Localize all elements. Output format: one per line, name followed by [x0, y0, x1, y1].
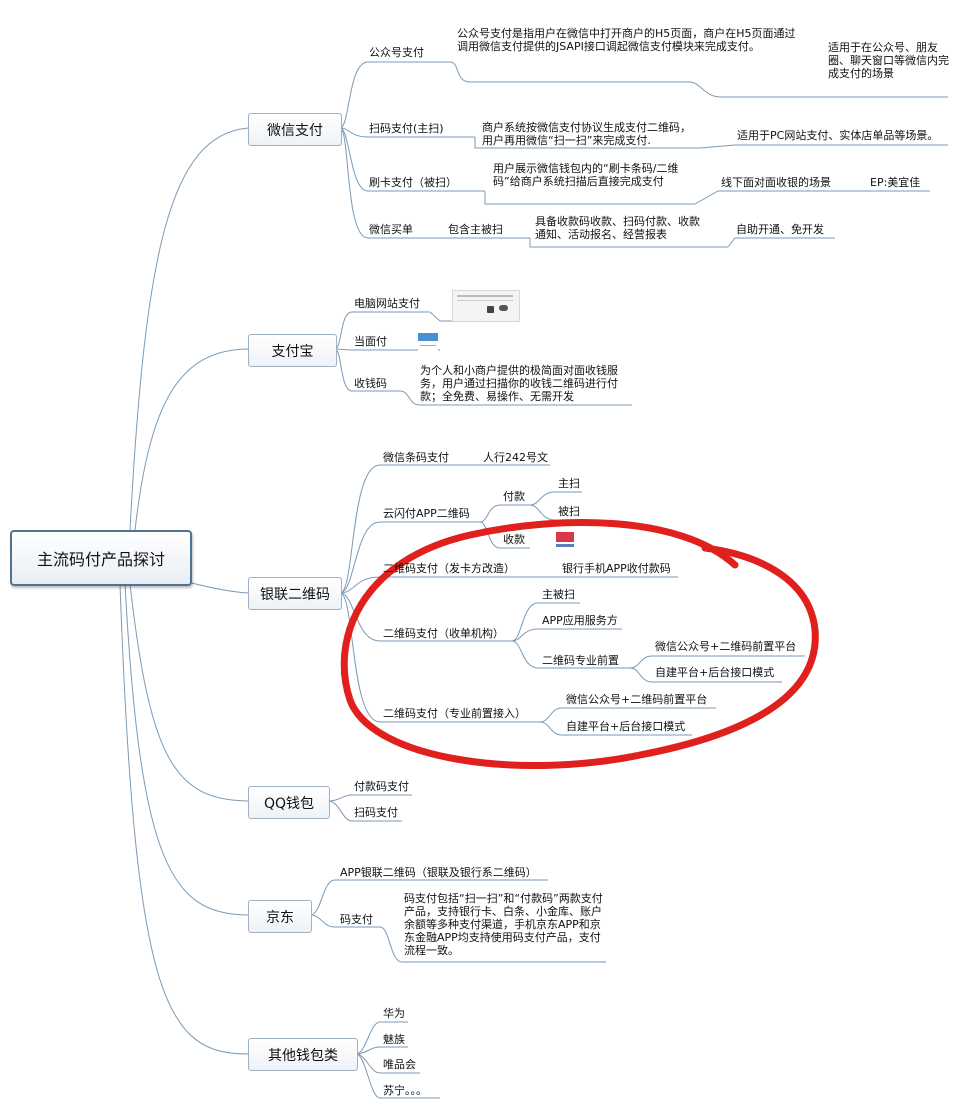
node-fkf[interactable]: 二维码支付（发卡方改造） — [383, 562, 515, 575]
node-ysf-zhu: 主扫 — [558, 477, 580, 490]
node-scan-note: 适用于PC网站支付、实体店单品等场景。 — [737, 129, 939, 142]
node-card-note: 线下面对面收银的场景 — [721, 176, 831, 189]
node-ysf-bei: 被扫 — [558, 505, 580, 518]
node-other-a[interactable]: 华为 — [383, 1007, 405, 1020]
branch-qq[interactable]: QQ钱包 — [248, 786, 330, 819]
node-ysf-sk[interactable]: 收款 — [503, 533, 525, 546]
branch-unionpay[interactable]: 银联二维码 — [248, 577, 342, 610]
node-wxtm-sub: 人行242号文 — [483, 451, 548, 464]
highlight-circle — [340, 519, 819, 769]
unionpay-thumbnail — [556, 532, 574, 548]
node-alipay-sqm[interactable]: 收钱码 — [354, 377, 387, 390]
root-topic[interactable]: 主流码付产品探讨 — [10, 530, 192, 586]
node-card[interactable]: 刷卡支付（被扫） — [369, 176, 457, 189]
node-card-ep: EP:美宜佳 — [870, 176, 921, 189]
node-jd-app[interactable]: APP银联二维码（银联及银行系二维码） — [340, 866, 537, 879]
node-wxtm[interactable]: 微信条码支付 — [383, 451, 449, 464]
node-sdjg[interactable]: 二维码支付（收单机构） — [383, 627, 504, 640]
node-alipay-pc[interactable]: 电脑网站支付 — [354, 297, 420, 310]
node-sdjg-qz1: 微信公众号+二维码前置平台 — [655, 640, 797, 653]
branch-wechat[interactable]: 微信支付 — [248, 113, 342, 146]
node-ysf[interactable]: 云闪付APP二维码 — [383, 507, 470, 520]
node-ysf-fk[interactable]: 付款 — [503, 490, 525, 503]
node-card-desc: 用户展示微信钱包内的“刷卡条码/二维码”给商户系统扫描后直接完成支付 — [493, 162, 679, 188]
node-sdjg-qz2: 自建平台+后台接口模式 — [655, 666, 775, 679]
pc-screenshot-thumbnail — [452, 290, 520, 322]
node-other-d[interactable]: 苏宁。。。 — [383, 1084, 427, 1097]
node-sdjg-app: APP应用服务方 — [542, 614, 618, 627]
node-maidan-desc: 具备收款码收款、扫码付款、收款通知、活动报名、经营报表 — [535, 215, 700, 241]
branch-jd[interactable]: 京东 — [248, 900, 312, 933]
node-jd-code[interactable]: 码支付 — [340, 913, 373, 926]
node-maidan[interactable]: 微信买单 — [369, 223, 413, 236]
node-qq-a[interactable]: 付款码支付 — [354, 780, 409, 793]
node-gzh-desc: 公众号支付是指用户在微信中打开商户的H5页面，商户在H5页面通过调用微信支付提供… — [457, 27, 796, 53]
branch-other[interactable]: 其他钱包类 — [248, 1038, 358, 1071]
node-fkf-sub: 银行手机APP收付款码 — [562, 562, 671, 575]
node-other-c[interactable]: 唯品会 — [383, 1058, 416, 1071]
node-other-b[interactable]: 魅族 — [383, 1033, 405, 1046]
node-alipay-sqm-desc: 为个人和小商户提供的极简面对面收钱服务，用户通过扫描你的收钱二维码进行付款；全免… — [420, 364, 618, 403]
node-zyqz[interactable]: 二维码支付（专业前置接入） — [383, 707, 526, 720]
node-gzh[interactable]: 公众号支付 — [369, 46, 424, 59]
node-sdjg-zbs: 主被扫 — [542, 588, 575, 601]
node-scan-desc: 商户系统按微信支付协议生成支付二维码，用户再用微信“扫一扫”来完成支付. — [482, 121, 691, 147]
node-maidan-note: 自助开通、免开发 — [736, 223, 824, 236]
node-scan[interactable]: 扫码支付(主扫) — [369, 122, 444, 135]
node-zyqz-a: 微信公众号+二维码前置平台 — [566, 693, 708, 706]
node-jd-desc: 码支付包括“扫一扫”和“付款码”两款支付产品，支持银行卡、白条、小金库、账户余额… — [404, 892, 603, 957]
node-qq-b[interactable]: 扫码支付 — [354, 806, 398, 819]
node-zyqz-b: 自建平台+后台接口模式 — [566, 720, 686, 733]
dmf-thumbnail — [418, 333, 438, 351]
node-sdjg-qz[interactable]: 二维码专业前置 — [542, 654, 619, 667]
node-gzh-note: 适用于在公众号、朋友圈、聊天窗口等微信内完成支付的场景 — [828, 41, 949, 80]
node-alipay-dmf[interactable]: 当面付 — [354, 335, 387, 348]
branch-alipay[interactable]: 支付宝 — [248, 334, 337, 367]
node-maidan-sub: 包含主被扫 — [448, 223, 503, 236]
